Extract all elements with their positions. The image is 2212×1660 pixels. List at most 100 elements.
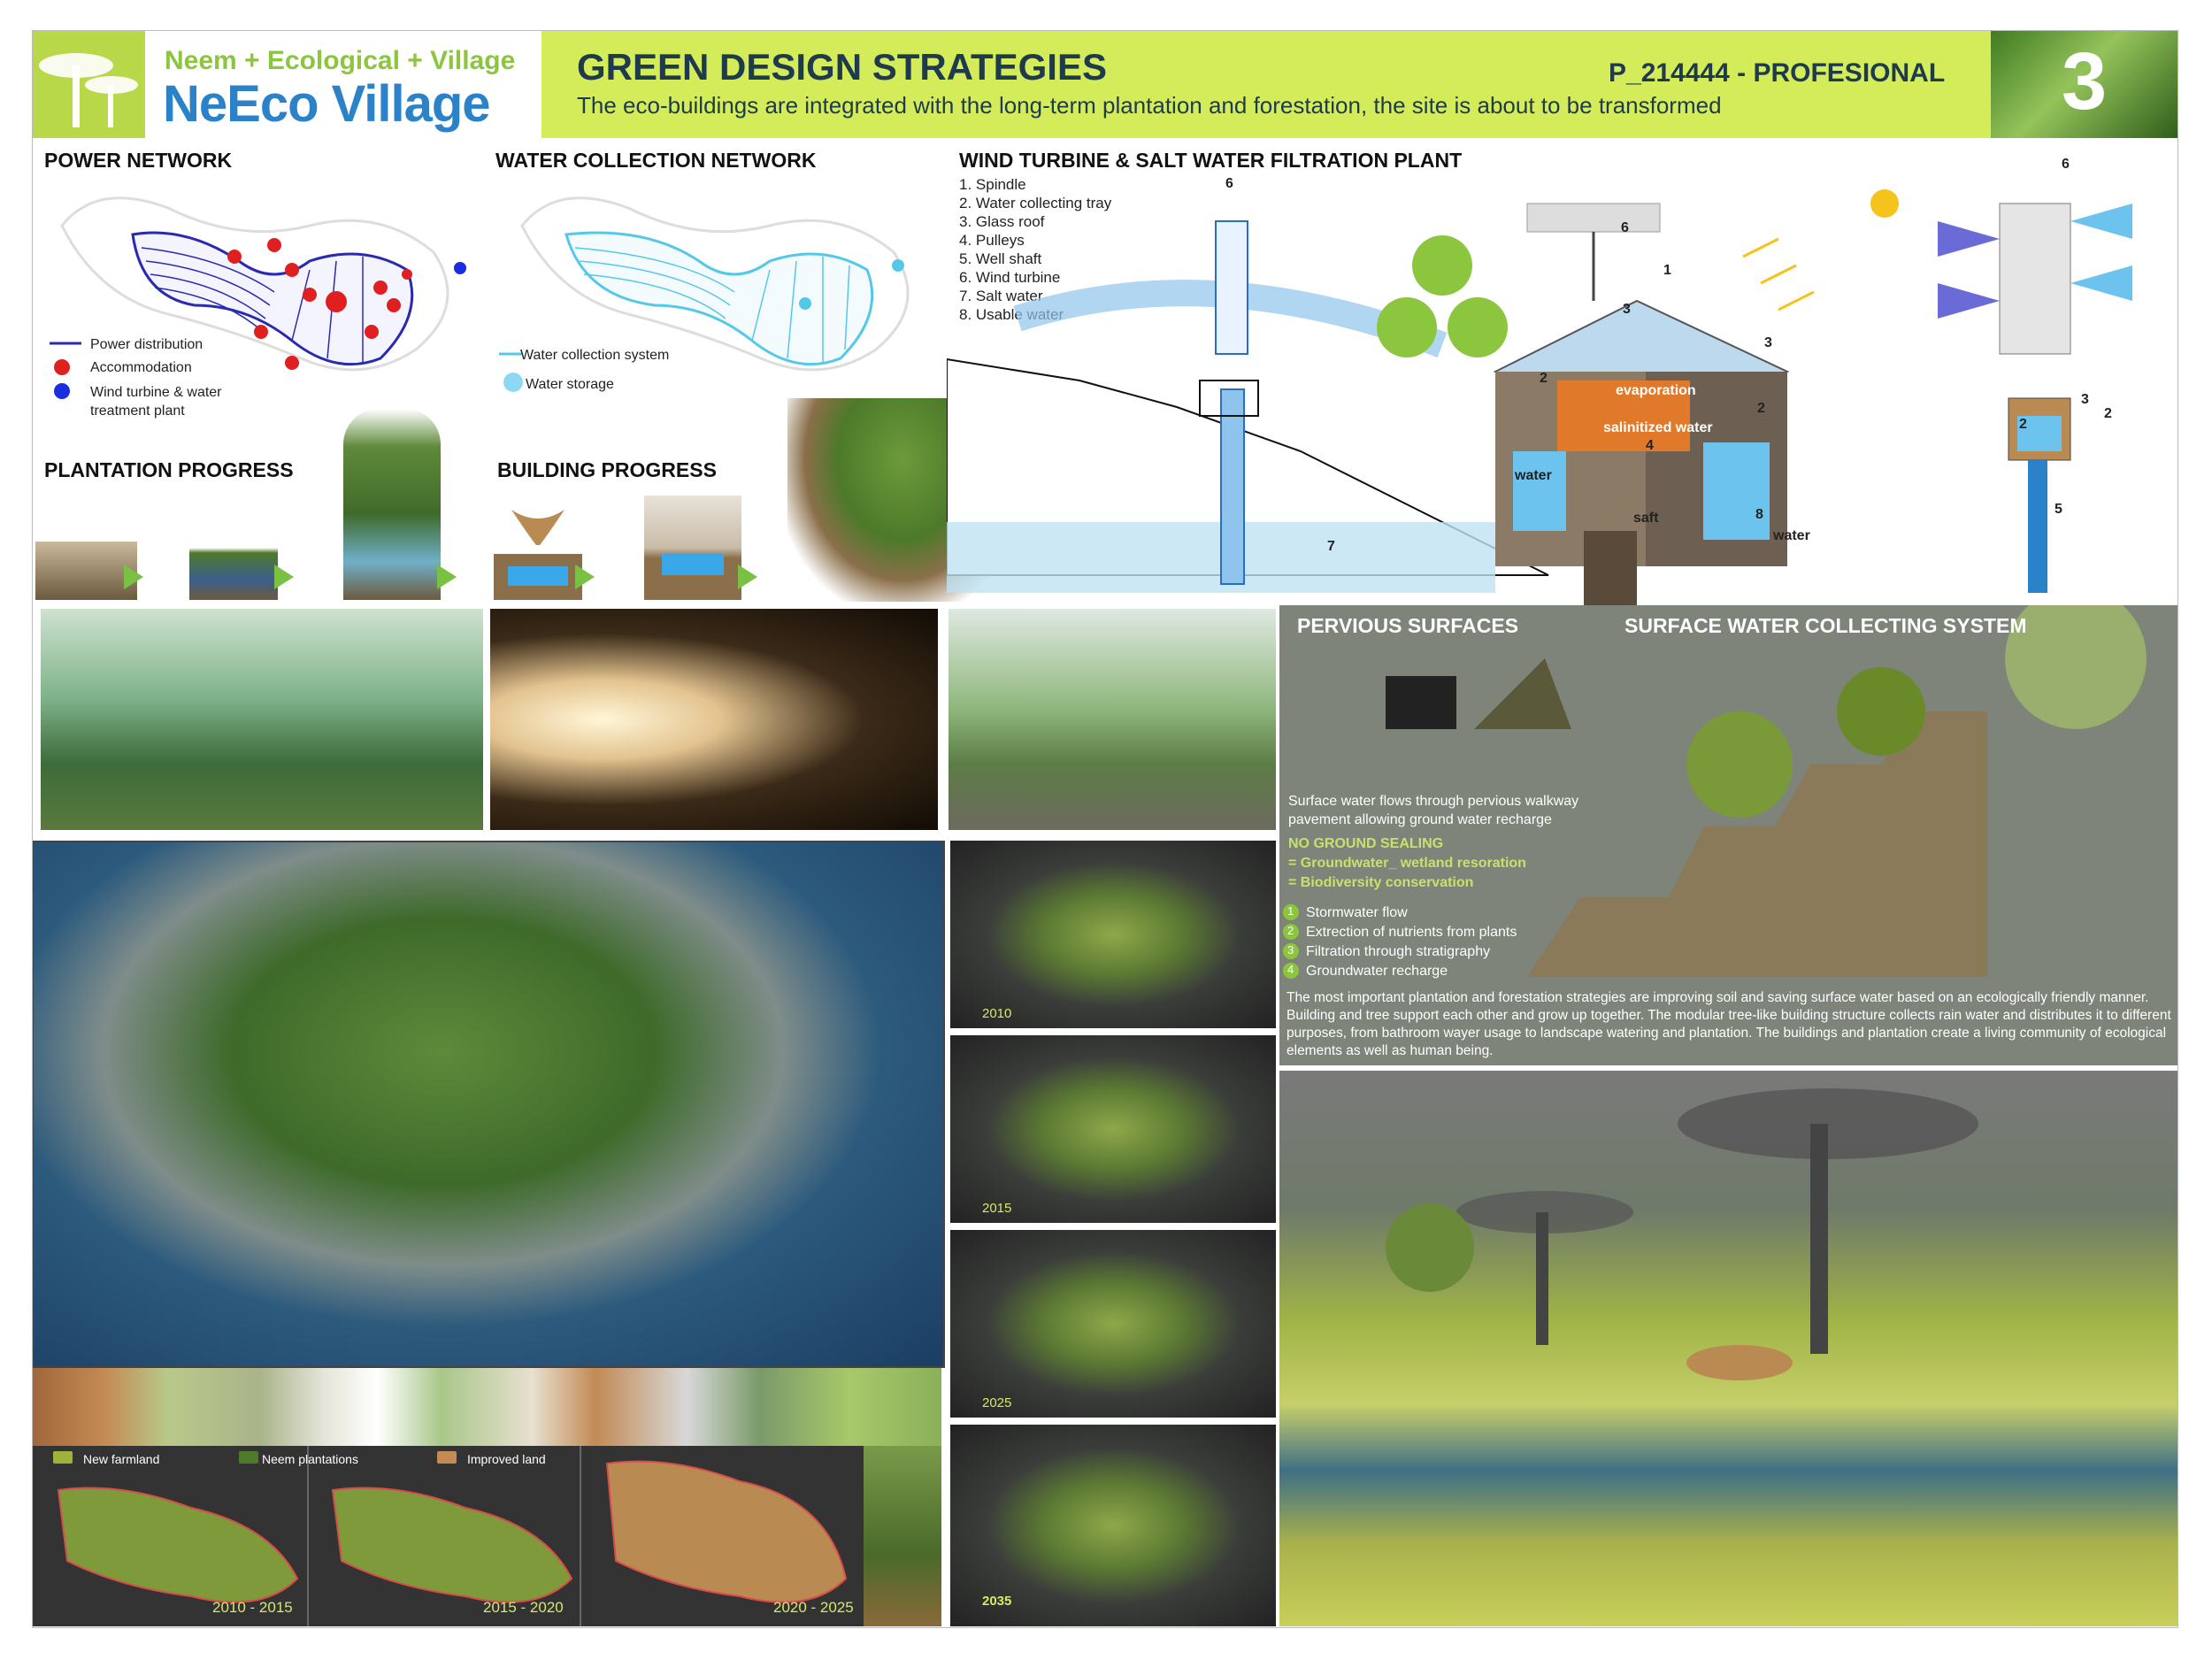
improved-land-swatch xyxy=(437,1451,457,1464)
wind-label-3b: 3 xyxy=(1764,335,1772,350)
page-subtitle: The eco-buildings are integrated with th… xyxy=(577,92,1722,119)
arrow-right-icon xyxy=(575,565,595,589)
step-2-text: Extrection of nutrients from plants xyxy=(1306,925,1517,940)
wind-label-1: 1 xyxy=(1663,263,1671,278)
step-4-number: 4 xyxy=(1287,963,1294,976)
legend-power-distribution: Power distribution xyxy=(90,337,204,352)
arrow-right-icon xyxy=(274,565,294,589)
step-1-icon xyxy=(1283,904,1299,920)
legend-water-storage: Water storage xyxy=(526,377,614,392)
wind-label-3c: 3 xyxy=(2081,392,2089,407)
wind-label-2c: 2 xyxy=(2019,417,2027,432)
label-saft: saft xyxy=(1633,511,1659,526)
power-legend-symbols xyxy=(50,342,81,399)
wind-label-5: 5 xyxy=(2055,502,2062,517)
neem-plantations-swatch xyxy=(239,1451,258,1464)
wind-label-6c: 6 xyxy=(2062,157,2070,172)
progress-photo-strip xyxy=(32,1368,941,1446)
wind-turbine-title: WIND TURBINE & SALT WATER FILTRATION PLA… xyxy=(959,149,1463,172)
wind-label-2a: 2 xyxy=(1540,371,1548,386)
rice-field-render xyxy=(1279,1071,2178,1626)
label-water-right: water xyxy=(1773,528,1810,543)
wind-label-6b: 6 xyxy=(1621,220,1629,235)
label-evaporation: evaporation xyxy=(1616,383,1696,398)
soil-stage-2 xyxy=(189,496,278,600)
year-2035: 2035 xyxy=(982,1594,1012,1609)
soil-stage-1 xyxy=(35,542,137,600)
island-2010 xyxy=(950,841,1276,1028)
wind-label-3a: 3 xyxy=(1623,302,1631,317)
legend-accommodation: Accommodation xyxy=(90,360,192,375)
brand-name: NeEco Village xyxy=(163,75,491,133)
arrow-right-icon xyxy=(738,565,757,589)
island-2035 xyxy=(950,1425,1276,1626)
step-2-number: 2 xyxy=(1287,924,1294,937)
step-4-text: Groundwater recharge xyxy=(1306,964,1448,979)
island-2025 xyxy=(950,1230,1276,1418)
power-network-title: POWER NETWORK xyxy=(44,149,233,172)
hexagon-light-photo xyxy=(490,609,938,830)
step-4-icon xyxy=(1283,963,1299,979)
brand-tagline: Neem + Ecological + Village xyxy=(165,46,516,75)
forest-photo xyxy=(41,609,483,830)
wind-label-2d: 2 xyxy=(2104,406,2112,421)
step-3-icon xyxy=(1283,943,1299,959)
turbine-section-diagram xyxy=(947,189,2132,611)
pervious-description: Surface water flows through pervious wal… xyxy=(1288,794,1579,827)
sheet-number: 3 xyxy=(2062,36,2108,127)
pervious-surfaces-title: PERVIOUS SURFACES xyxy=(1297,614,1519,637)
no-ground-sealing: NO GROUND SEALING xyxy=(1288,836,1444,851)
step-3-number: 3 xyxy=(1287,943,1294,957)
legend-improved-land: Improved land xyxy=(467,1452,546,1466)
surface-water-panel xyxy=(1279,605,2178,1065)
biodiversity-conservation: = Biodiversity conservation xyxy=(1288,875,1474,890)
legend-new-farmland: New farmland xyxy=(83,1452,160,1466)
legend-wind-turbine: Wind turbine & water treatment plant xyxy=(90,385,222,419)
wind-label-8: 8 xyxy=(1755,507,1763,522)
wind-label-7: 7 xyxy=(1327,539,1335,554)
wind-item-5: 5. Well shaft xyxy=(959,250,1042,267)
phase-2020-2025: 2020 - 2025 xyxy=(773,1599,854,1616)
wind-item-1: 1. Spindle xyxy=(959,176,1026,193)
brand-area xyxy=(145,30,541,138)
step-1-number: 1 xyxy=(1287,904,1294,918)
label-water-left: water xyxy=(1515,468,1552,483)
soil-stage-3-tree xyxy=(343,409,441,600)
aerial-island-render xyxy=(32,841,945,1368)
neem-grove-photo xyxy=(864,1446,941,1626)
logo xyxy=(32,30,145,138)
phase-2010-2015: 2010 - 2015 xyxy=(212,1599,293,1616)
building-progress-title: BUILDING PROGRESS xyxy=(497,458,717,481)
wind-item-3: 3. Glass roof xyxy=(959,213,1045,230)
wind-label-4: 4 xyxy=(1646,438,1654,453)
arrow-right-icon xyxy=(124,565,143,589)
farm-phase-maps xyxy=(32,1446,864,1626)
water-network-title: WATER COLLECTION NETWORK xyxy=(495,149,817,172)
year-2015: 2015 xyxy=(982,1201,1012,1216)
step-1-text: Stormwater flow xyxy=(1306,905,1408,920)
phase-2015-2020: 2015 - 2020 xyxy=(483,1599,564,1616)
park-pavilion-render xyxy=(949,609,1276,830)
sheet-number-box xyxy=(1991,30,2178,138)
groundwater-wetland: = Groundwater_ wetland resoration xyxy=(1288,856,1526,871)
page-title: GREEN DESIGN STRATEGIES xyxy=(577,46,1107,88)
legend-neem-plantations: Neem plantations xyxy=(262,1452,358,1466)
wind-item-4: 4. Pulleys xyxy=(959,232,1025,249)
wind-label-2b: 2 xyxy=(1757,401,1765,416)
year-2010: 2010 xyxy=(982,1006,1012,1021)
legend-water-collection: Water collection system xyxy=(520,348,670,363)
island-2015 xyxy=(950,1035,1276,1223)
power-network-map xyxy=(60,196,466,372)
building-stage-2 xyxy=(644,496,741,600)
new-farmland-swatch xyxy=(53,1451,73,1464)
wind-item-6: 6. Wind turbine xyxy=(959,269,1061,286)
surface-water-title: SURFACE WATER COLLECTING SYSTEM xyxy=(1624,614,2027,637)
project-code: P_214444 - PROFESIONAL xyxy=(1609,58,1946,88)
building-stage-1 xyxy=(494,501,582,600)
wind-label-6a: 6 xyxy=(1225,176,1233,191)
year-2025: 2025 xyxy=(982,1395,1012,1410)
step-3-text: Filtration through stratigraphy xyxy=(1306,944,1491,959)
wind-item-2: 2. Water collecting tray xyxy=(959,195,1112,211)
label-salinitized-water: salinitized water xyxy=(1603,420,1713,435)
step-2-icon xyxy=(1283,924,1299,940)
